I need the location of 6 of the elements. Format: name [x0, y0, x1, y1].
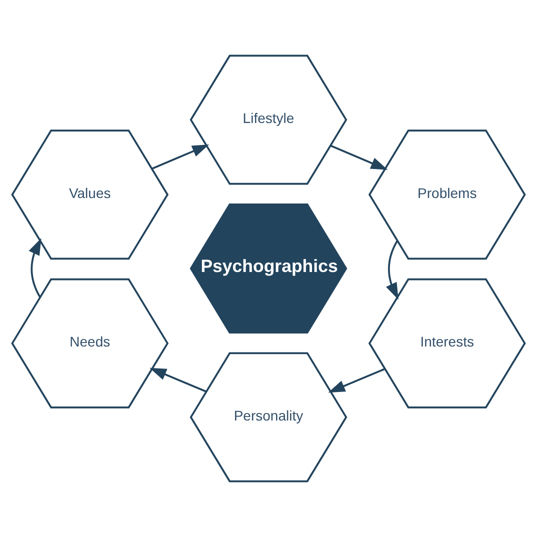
- arrow: [152, 144, 210, 170]
- arrow: [330, 144, 388, 170]
- arrow: [386, 240, 398, 300]
- arrow: [150, 368, 207, 392]
- arrow: [28, 238, 42, 298]
- arrow: [328, 368, 386, 393]
